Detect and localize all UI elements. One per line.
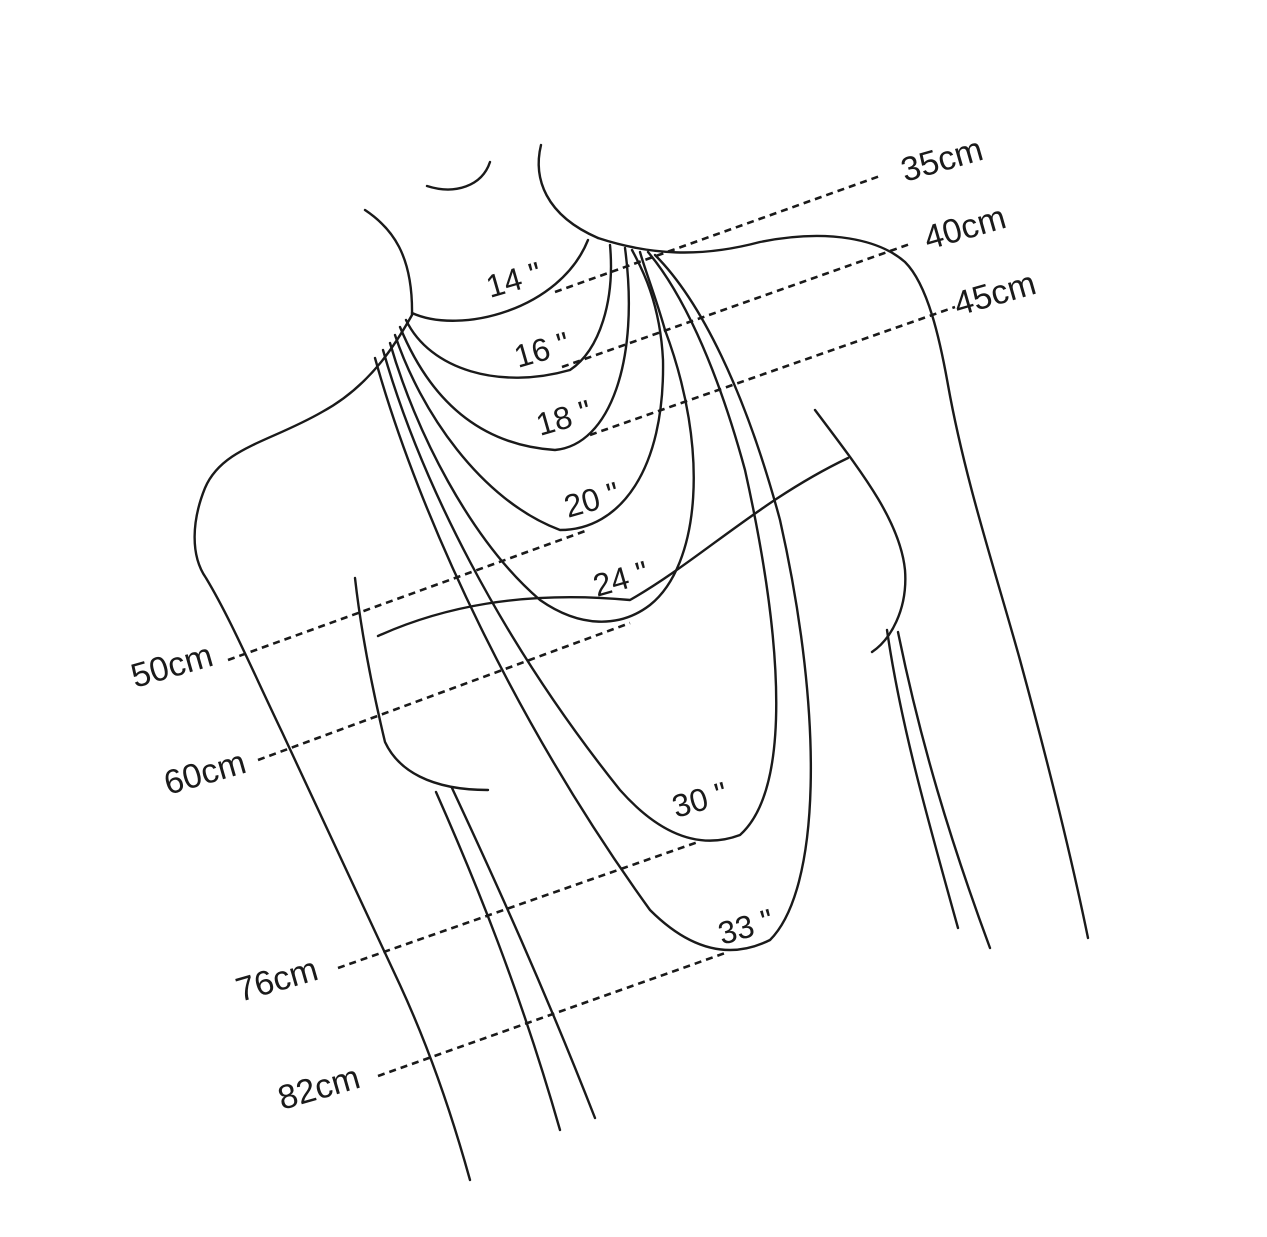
label-40cm: 40cm [920,198,1010,257]
necklace-33 [373,253,813,952]
necklace-20 [393,248,665,532]
left-shoulder-outline [193,313,472,1182]
label-45cm: 45cm [950,264,1040,323]
necklaces [373,238,813,952]
neck-left-outline [363,208,414,317]
left-torso-outline-2 [450,786,597,1120]
leader-82 [377,950,729,1078]
necklace-16 [404,243,613,379]
body-outline [193,143,1090,1182]
label-30in: 30 " [668,775,732,825]
label-50cm: 50cm [127,636,217,695]
right-inner-arm-outline-2 [896,630,992,950]
necklace-18 [398,246,631,452]
label-60cm: 60cm [160,743,250,802]
top-garment-line [376,456,850,638]
inch-labels: 14 " 16 " 18 " 20 " 24 " 30 " 33 " [482,255,778,952]
label-33in: 33 " [714,902,778,952]
neck-right-outline [537,143,600,240]
leader-lines [227,174,956,1078]
leader-45 [589,305,956,437]
leader-40 [561,242,911,369]
necklace-14 [410,238,590,322]
left-breast-outline [353,576,490,792]
leader-76 [337,840,699,970]
label-20in: 20 " [560,475,624,525]
leader-35 [554,174,881,294]
label-18in: 18 " [532,393,596,443]
leader-60 [257,621,631,762]
chin-outline [425,160,492,191]
metric-labels: 35cm 40cm 45cm 50cm 60cm 76cm 82cm [127,130,1040,1117]
necklace-30 [381,250,778,842]
leader-50 [227,528,589,662]
label-82cm: 82cm [274,1058,364,1117]
left-torso-outline-1 [434,790,562,1132]
right-shoulder-outline [596,234,1090,940]
right-inner-arm-outline-1 [885,628,960,930]
label-24in: 24 " [589,554,653,604]
label-76cm: 76cm [232,950,322,1009]
right-breast-outline [813,408,907,654]
label-35cm: 35cm [897,130,987,189]
